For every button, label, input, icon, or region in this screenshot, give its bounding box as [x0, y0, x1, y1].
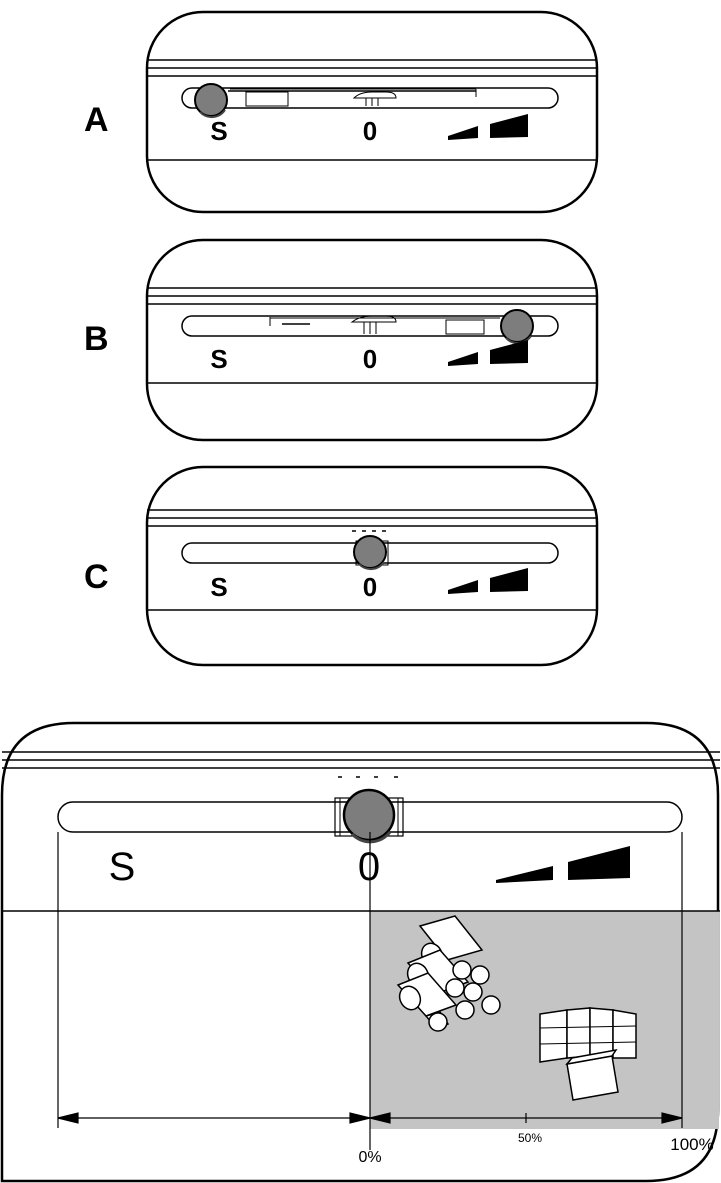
- detail-high-wedge-icon: [568, 846, 630, 880]
- panel-label-c: C: [84, 558, 109, 596]
- detail-low-wedge-icon: [496, 866, 553, 883]
- log-stack-icon: [396, 915, 501, 1032]
- panel-label-a: A: [84, 101, 109, 139]
- detail-mark-zero: 0: [358, 845, 380, 889]
- panel-label-b: B: [84, 320, 109, 358]
- detail-mark-s: S: [109, 845, 136, 889]
- detail-panel: S 0: [0, 721, 720, 1183]
- scale-arrows: [57, 1112, 683, 1124]
- panel-c-high-wedge-icon: [490, 568, 528, 592]
- panel-b-high-wedge-icon: [490, 340, 528, 364]
- panel-c: S 0: [145, 465, 599, 667]
- panel-b-low-wedge-icon: [448, 352, 478, 366]
- wood-briquette-icon: [539, 1007, 637, 1101]
- panel-a-high-wedge-icon: [490, 114, 528, 138]
- scale-label-mid: 50%: [518, 1131, 542, 1145]
- panel-b: S 0: [145, 238, 599, 442]
- panel-c-low-wedge-icon: [448, 580, 478, 594]
- panel-c-mark-s: S: [210, 572, 227, 602]
- scale-label-start: 0%: [358, 1149, 381, 1166]
- panel-c-mark-zero: 0: [363, 572, 377, 602]
- panel-a: S 0: [145, 10, 599, 214]
- detail-control-knob: [342, 788, 396, 842]
- panel-a-mark-s: S: [210, 116, 227, 146]
- panel-a-low-wedge-icon: [448, 126, 478, 140]
- panel-b-mark-zero: 0: [363, 344, 377, 374]
- scale-label-end: 100%: [670, 1135, 713, 1154]
- panel-a-mark-zero: 0: [363, 116, 377, 146]
- panel-b-mark-s: S: [210, 344, 227, 374]
